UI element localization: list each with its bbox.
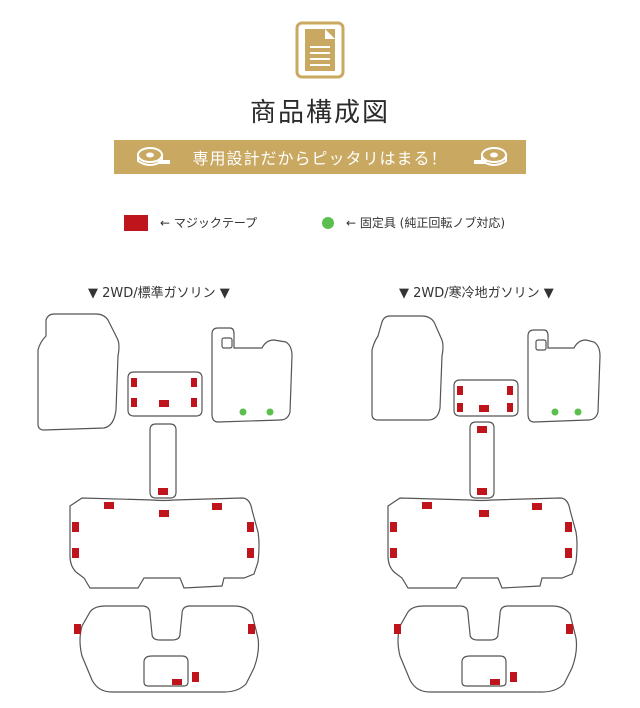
legend-magic-tape-label: ← マジックテープ	[160, 216, 258, 230]
magic-tape	[131, 378, 137, 387]
magic-tape	[172, 679, 182, 685]
passenger-mat	[211, 327, 293, 423]
fixing-pin-swatch	[322, 216, 334, 229]
magic-tape	[565, 548, 572, 558]
legend-magic-tape: ← マジックテープ	[124, 214, 257, 231]
magic-tape	[566, 624, 573, 634]
passenger-mat-notch	[221, 337, 233, 349]
fixing-pin	[574, 408, 582, 416]
magic-tape	[507, 386, 513, 395]
driver-mat	[37, 313, 120, 431]
banner-text: 専用設計だからピッタリはまる！	[192, 149, 448, 168]
third-row-mat	[79, 605, 260, 693]
magic-tape	[191, 398, 197, 407]
tunnel-mat	[469, 421, 495, 499]
tunnel-mat	[149, 423, 177, 499]
magic-tape	[247, 548, 254, 558]
magic-tape	[507, 403, 513, 412]
passenger-mat	[527, 329, 601, 423]
fixing-pin	[239, 408, 247, 416]
page-title: 商品構成図	[249, 98, 390, 128]
magic-tape	[159, 400, 169, 407]
magic-tape	[74, 624, 81, 634]
variant-label-standard: ▼ 2WD/標準ガソリン ▼	[88, 286, 230, 301]
magic-tape	[457, 386, 463, 395]
magic-tape	[457, 403, 463, 412]
measuring-tape-icon	[474, 147, 507, 166]
second-row-mat	[69, 497, 260, 589]
magic-tape	[72, 548, 79, 558]
fit-banner: 専用設計だからピッタリはまる！	[114, 140, 526, 174]
legend-fixing-pin-label: ← 固定具 (純正回転ノブ対応)	[346, 216, 506, 230]
magic-tape	[212, 503, 222, 510]
third-row-step	[461, 655, 507, 687]
magic-tape	[159, 510, 169, 517]
mat-layout-cold	[371, 315, 601, 693]
magic-tape	[565, 522, 572, 532]
magic-tape	[390, 548, 397, 558]
magic-tape	[248, 624, 255, 634]
magic-tape	[192, 672, 199, 682]
magic-tape	[490, 679, 500, 685]
magic-tape	[477, 426, 487, 433]
magic-tape	[394, 624, 401, 634]
legend-fixing-pin: ← 固定具 (純正回転ノブ対応)	[322, 214, 505, 231]
fixing-pin	[551, 408, 559, 416]
magic-tape	[532, 503, 542, 510]
magic-tape	[510, 672, 517, 682]
front-center-mat	[127, 371, 203, 417]
second-row-mat	[387, 497, 578, 589]
third-row-step	[143, 655, 189, 687]
third-row-mat	[397, 605, 578, 693]
magic-tape	[158, 488, 168, 495]
variant-label-cold: ▼ 2WD/寒冷地ガソリン ▼	[399, 286, 554, 301]
front-center-mat	[453, 379, 519, 417]
magic-tape	[131, 398, 137, 407]
magic-tape	[479, 405, 489, 412]
magic-tape	[479, 510, 489, 517]
passenger-mat-notch	[535, 339, 547, 351]
magic-tape	[477, 488, 487, 495]
magic-tape	[247, 522, 254, 532]
magic-tape	[104, 502, 114, 509]
measuring-tape-icon	[137, 147, 170, 166]
magic-tape	[422, 502, 432, 509]
mat-layout-standard	[37, 313, 293, 693]
magic-tape-swatch	[124, 214, 148, 231]
driver-mat	[371, 315, 444, 421]
fixing-pin	[266, 408, 274, 416]
magic-tape	[191, 378, 197, 387]
magic-tape	[72, 522, 79, 532]
magic-tape	[390, 522, 397, 532]
document-icon	[295, 21, 345, 79]
